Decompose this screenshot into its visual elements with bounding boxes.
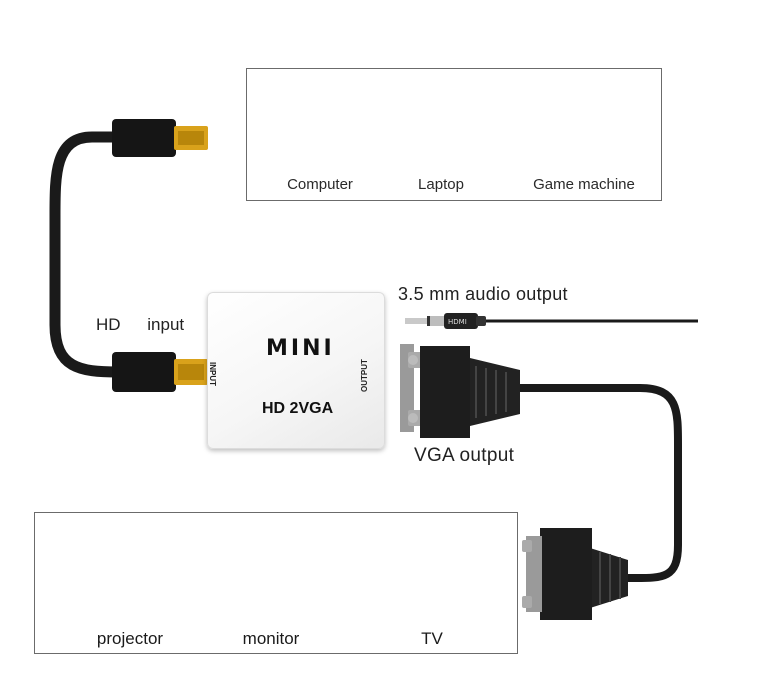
display-label-monitor: monitor	[242, 629, 300, 648]
source-devices-box	[246, 68, 662, 201]
hdmi-plug-bottom	[112, 352, 208, 392]
adapter-input-port-label: INPUT	[208, 362, 217, 386]
adapter-output-port-label: OUTPUT	[360, 359, 369, 392]
vga-connector-top	[400, 344, 520, 438]
hdmi-to-vga-adapter: MINI HD 2VGA INPUT OUTPUT	[207, 292, 385, 449]
vga-connector-bottom	[522, 528, 628, 620]
hdmi-plug-top	[112, 119, 208, 157]
audio-jack-cable: HDMI	[405, 313, 698, 329]
vga-output-label: VGA output	[414, 445, 515, 466]
hdmi-plug-text: HDMI	[448, 318, 467, 326]
source-label-game-machine: Game machine	[533, 176, 635, 193]
source-label-computer: Computer	[287, 176, 353, 193]
hdmi-cable	[49, 131, 124, 378]
hd-input-label: HD input	[96, 315, 185, 334]
source-label-laptop: Laptop	[418, 176, 464, 193]
audio-output-label: 3.5 mm audio output	[398, 284, 568, 304]
display-label-tv: TV	[421, 629, 443, 648]
vga-cable	[515, 384, 682, 583]
adapter-model: HD 2VGA	[262, 400, 334, 417]
display-devices-box	[34, 512, 518, 654]
display-label-projector: projector	[96, 629, 164, 648]
adapter-brand: MINI	[266, 336, 335, 361]
